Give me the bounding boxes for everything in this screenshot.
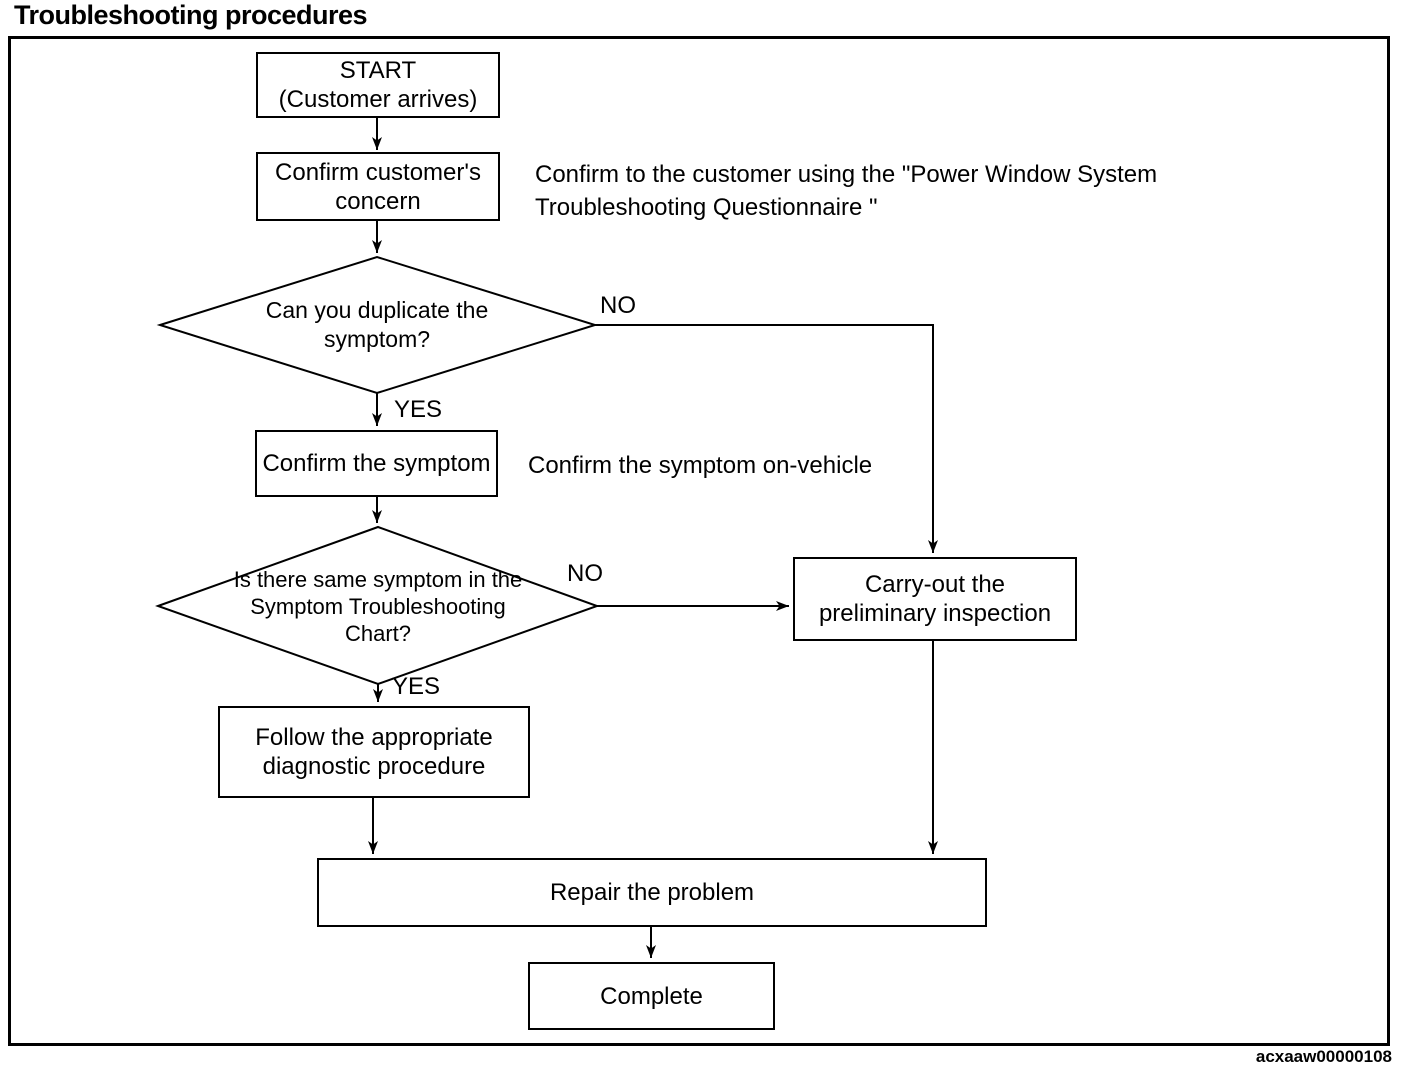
branch-label-same-yes: YES	[392, 673, 441, 700]
node-start-line2: (Customer arrives)	[278, 86, 478, 113]
branch-label-duplicate-no: NO	[600, 292, 636, 319]
note-questionnaire-line1: Confirm to the customer using the "Power…	[535, 161, 1158, 188]
node-carry-out-line1: Carry-out the	[864, 571, 1006, 598]
node-complete: Complete	[528, 962, 775, 1030]
node-complete-line1: Complete	[600, 982, 703, 1010]
node-confirm-concern-line2: concern	[335, 187, 421, 215]
note-on-vehicle-line1: Confirm the symptom on-vehicle	[528, 452, 873, 479]
branch-label-duplicate-yes: YES	[394, 396, 443, 423]
node-follow-procedure-line1: Follow the appropriate	[255, 724, 493, 751]
figure-code: acxaaw00000108	[1255, 1047, 1392, 1066]
same-symptom-line3: Chart?	[344, 621, 412, 646]
node-follow-procedure-line2: diagnostic procedure	[262, 753, 486, 780]
note-on-vehicle: Confirm the symptom on-vehicle	[528, 449, 872, 482]
branch-label-same-no: NO	[567, 560, 603, 587]
connector-duplicate-no-to-carryout	[595, 324, 938, 553]
node-follow-procedure: Follow the appropriate diagnostic proced…	[218, 706, 530, 798]
same-symptom-line2: Symptom Troubleshooting	[250, 594, 506, 619]
note-questionnaire: Confirm to the customer using the "Power…	[535, 158, 1157, 224]
node-carry-out: Carry-out the preliminary inspection	[793, 557, 1077, 641]
node-same-symptom-label: Is there same symptom in the Symptom Tro…	[208, 566, 548, 647]
node-start-line1: START	[339, 57, 417, 84]
node-start: START (Customer arrives)	[256, 52, 500, 118]
node-duplicate-symptom-label: Can you duplicate the symptom?	[217, 296, 537, 354]
node-confirm-symptom: Confirm the symptom	[255, 430, 498, 497]
duplicate-symptom-line2: symptom?	[323, 326, 431, 352]
node-repair-line1: Repair the problem	[549, 879, 755, 906]
flowchart-frame	[8, 36, 1390, 1046]
duplicate-symptom-line1: Can you duplicate the	[265, 297, 489, 323]
node-carry-out-line2: preliminary inspection	[818, 600, 1052, 627]
note-questionnaire-line2: Troubleshooting Questionnaire "	[535, 194, 878, 221]
node-repair: Repair the problem	[317, 858, 987, 927]
node-confirm-concern: Confirm customer's concern	[256, 152, 500, 221]
page-title: Troubleshooting procedures	[14, 0, 368, 30]
same-symptom-line1: Is there same symptom in the	[233, 567, 523, 592]
node-confirm-symptom-line1: Confirm the symptom	[262, 450, 491, 477]
node-confirm-concern-line1: Confirm customer's	[275, 158, 481, 186]
